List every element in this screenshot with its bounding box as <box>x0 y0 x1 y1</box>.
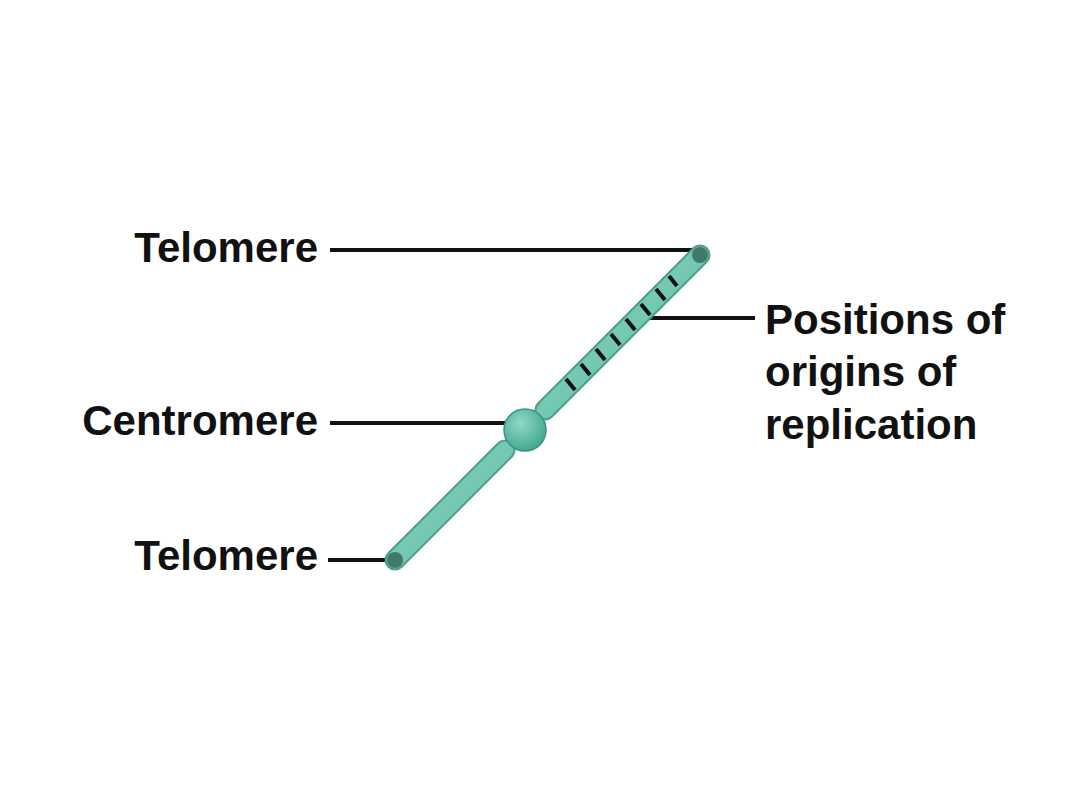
leader-line <box>330 248 692 252</box>
chromosome-arm <box>545 255 700 410</box>
chromosome-arm <box>395 450 505 560</box>
centromere-circle <box>504 409 546 451</box>
part-label: Centromere <box>82 395 318 448</box>
leader-line <box>328 558 388 562</box>
chromosome-arm <box>395 450 505 560</box>
chromosome-arm <box>545 255 700 410</box>
leader-lines <box>328 250 755 560</box>
leader-line <box>330 421 506 425</box>
telomere-dot <box>692 247 708 263</box>
leader-line <box>646 316 755 320</box>
part-label: Telomere <box>134 222 318 275</box>
origin-ticks <box>566 276 677 390</box>
telomere-dot <box>387 552 403 568</box>
part-label: Telomere <box>134 530 318 583</box>
part-label: Positions of origins of replication <box>765 294 1065 452</box>
